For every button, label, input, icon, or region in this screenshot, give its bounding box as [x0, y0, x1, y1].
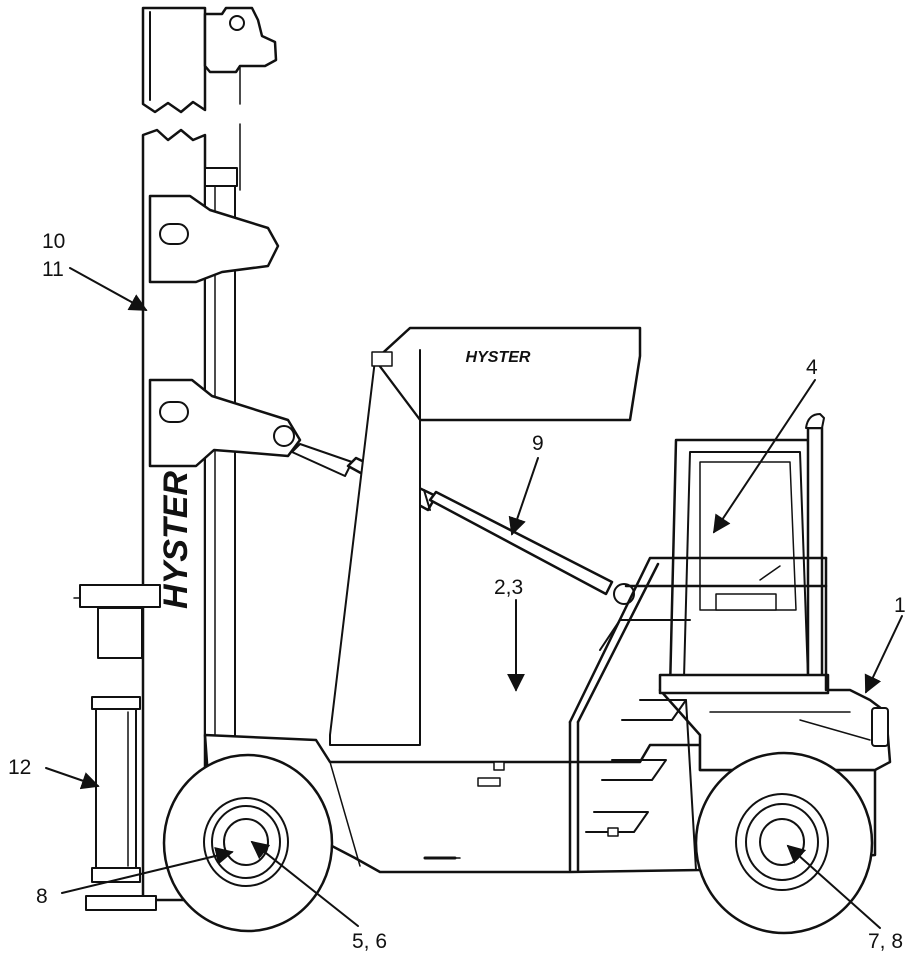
access-stairs: [568, 556, 828, 872]
callout-10: 10: [42, 230, 65, 253]
callout-8: 8: [36, 885, 48, 908]
mast: HYSTER: [141, 6, 302, 902]
callout-leaders: [45, 267, 903, 929]
tilt-cylinder: [291, 443, 635, 605]
operator-cab: [658, 413, 830, 695]
callout-12: 12: [8, 756, 31, 779]
body-brand-label: HYSTER: [466, 349, 531, 366]
mast-brand-label: HYSTER: [157, 471, 195, 609]
callout-9: 9: [532, 432, 544, 455]
side-shift-attachment: [73, 584, 161, 911]
front-wheel: [162, 753, 334, 933]
callout-4: 4: [806, 356, 818, 379]
callout-5-6: 5, 6: [352, 930, 387, 953]
rear-wheel: [694, 751, 874, 935]
callout-7-8: 7, 8: [868, 930, 903, 953]
callout-11: 11: [42, 258, 64, 281]
callout-1: 1: [894, 594, 906, 617]
callout-2-3: 2,3: [494, 576, 523, 599]
